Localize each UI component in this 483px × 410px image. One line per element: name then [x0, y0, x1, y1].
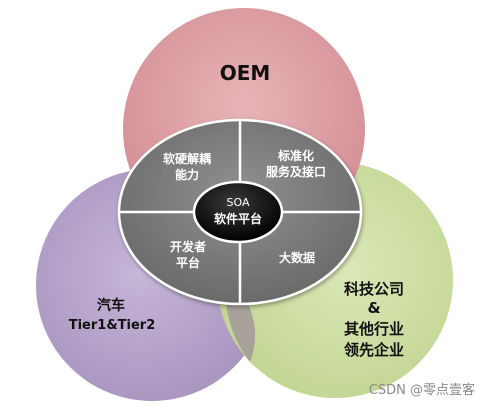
watermark: CSDN @零点壹客 [369, 382, 475, 398]
segment-developer-line-2: 平台 [176, 255, 200, 270]
tech-label-line-4: 领先企业 [343, 341, 404, 359]
auto-label-line-2: Tier1&Tier2 [69, 318, 156, 333]
tech-label-line-1: 科技公司 [344, 280, 404, 298]
tech-label-line-3: 其他行业 [344, 320, 404, 338]
segment-decoupling-line-1: 软硬解耦 [163, 151, 211, 166]
oem-label: OEM [220, 61, 271, 85]
segment-standard-line-2: 服务及接口 [266, 164, 326, 179]
center-line-2: 软件平台 [214, 211, 262, 226]
segment-standard-line-1: 标准化 [277, 148, 314, 163]
soa-center: SOA 软件平台 [192, 180, 284, 244]
segment-decoupling-line-2: 能力 [175, 167, 199, 182]
tech-label-line-2: & [367, 299, 380, 317]
segment-bigdata-label: 大数据 [279, 250, 315, 265]
center-line-1: SOA [227, 196, 250, 209]
segment-developer-line-1: 开发者 [170, 239, 206, 254]
overlap-region [226, 300, 256, 362]
auto-label-line-1: 汽车 [97, 297, 125, 314]
